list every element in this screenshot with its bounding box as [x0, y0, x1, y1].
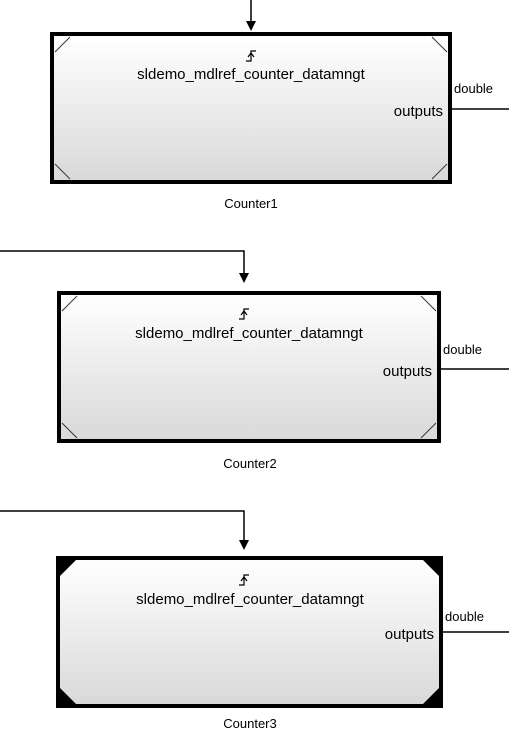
model-block-counter1[interactable]: sldemo_mdlref_counter_datamngt outputs d… [50, 0, 509, 211]
block-corner-icons [61, 295, 437, 439]
block-model-name: sldemo_mdlref_counter_datamngt [137, 66, 365, 83]
trigger-line-counter3[interactable] [0, 510, 245, 541]
signal-type-label: double [445, 609, 484, 624]
block-name-label: Counter3 [223, 716, 276, 731]
trigger-line-counter2[interactable] [0, 250, 245, 274]
trigger-arrow-icon [239, 540, 249, 550]
output-port-label: outputs [385, 626, 434, 643]
block-body[interactable] [60, 560, 439, 704]
rising-edge-trigger-icon [239, 574, 249, 586]
block-model-name: sldemo_mdlref_counter_datamngt [136, 591, 364, 608]
rising-edge-trigger-icon [246, 50, 256, 62]
signal-type-label: double [443, 342, 482, 357]
output-port-label: outputs [394, 103, 443, 120]
block-corner-icons [60, 560, 439, 704]
rising-edge-trigger-icon [239, 308, 249, 320]
block-name-label: Counter2 [223, 456, 276, 471]
block-body[interactable] [61, 295, 437, 439]
model-block-counter2[interactable]: sldemo_mdlref_counter_datamngt outputs d… [0, 250, 509, 471]
block-corner-icons [54, 36, 448, 180]
signal-type-label: double [454, 81, 493, 96]
trigger-arrow-icon [239, 273, 249, 283]
trigger-arrow-icon [246, 21, 256, 31]
output-port-label: outputs [383, 363, 432, 380]
model-block-counter3[interactable]: sldemo_mdlref_counter_datamngt outputs d… [0, 510, 509, 731]
block-name-label: Counter1 [224, 196, 277, 211]
block-model-name: sldemo_mdlref_counter_datamngt [135, 325, 363, 342]
